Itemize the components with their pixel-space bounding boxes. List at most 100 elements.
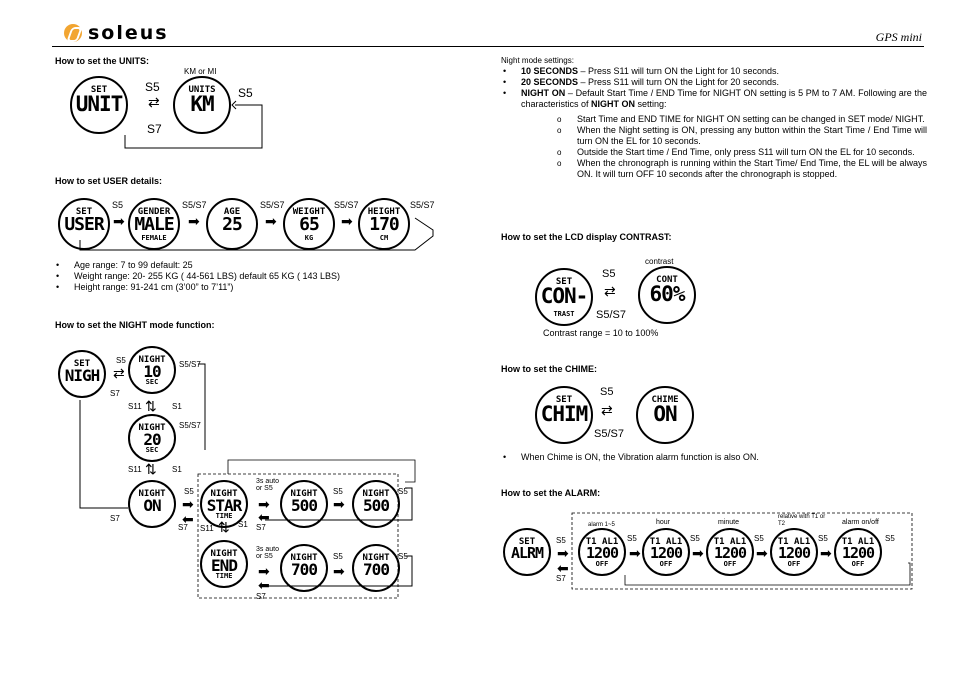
watch-night-20: NIGHT 20 SEC [128, 414, 176, 462]
key-label: S1 [238, 520, 248, 529]
watch-bot: CM [379, 234, 389, 242]
watch-set-alarm: SET ALRM [503, 528, 551, 576]
watch-top: AGE [223, 207, 241, 217]
watch-top: NIGHT [362, 553, 390, 563]
watch-night-700b: NIGHT 700 [352, 544, 400, 592]
watch-set-contrast: SET CON- TRAST [535, 268, 593, 326]
alarm-caption: alarm 1~5 [588, 522, 615, 528]
key-label: S5 [116, 356, 126, 365]
watch-top: NIGHT [362, 489, 390, 499]
key-label: S7 [147, 122, 162, 136]
watch-alarm-4: T1 AL1 1200 OFF [770, 528, 818, 576]
right-arrow-icon: ➡ [258, 496, 270, 512]
bold-term: NIGHT ON [591, 99, 636, 109]
left-arrow-icon: ⬅ [557, 560, 569, 576]
watch-top: GENDER [137, 207, 171, 217]
right-arrow-icon: ➡ [557, 545, 569, 561]
list-item: When the Night setting is ON, pressing a… [557, 125, 927, 147]
swap-arrows-icon: ⇄ [113, 365, 125, 381]
watch-top: CHIME [651, 395, 679, 405]
watch-top: T1 AL1 [585, 537, 619, 547]
watch-mid: UNIT [75, 92, 124, 116]
watch-top: NIGHT [138, 355, 166, 365]
watch-mid: 1200 [777, 544, 811, 562]
watch-set-chime: SET CHIM [535, 386, 593, 444]
key-label: S5/S7 [179, 421, 201, 430]
watch-bot: OFF [851, 560, 865, 568]
left-arrow-icon: ⬅ [258, 577, 270, 593]
watch-top: NIGHT [138, 489, 166, 499]
key-label: S7 [178, 523, 188, 532]
watch-alarm-3: T1 AL1 1200 OFF [706, 528, 754, 576]
header-rule [52, 46, 924, 47]
key-label: S5 [184, 487, 194, 496]
watch-mid: 1200 [841, 544, 875, 562]
watch-bot: TIME [215, 512, 233, 520]
watch-mid: END [211, 556, 238, 575]
alarm-flow-lines [571, 512, 913, 590]
watch-bot: TIME [215, 572, 233, 580]
key-label: S5 [333, 487, 343, 496]
brand-name: soleus [88, 22, 169, 44]
swap-arrows-icon: ⇄ [601, 402, 613, 418]
key-label: S5/S7 [410, 200, 435, 210]
watch-mid: 20 [143, 430, 161, 449]
bold-term: 20 SECONDS [521, 77, 579, 87]
watch-mid: NIGH [64, 366, 101, 385]
watch-contrast-value: CONT 60% [638, 266, 696, 324]
watch-top: NIGHT [290, 489, 318, 499]
watch-mid: 170 [369, 214, 400, 235]
up-down-arrows-icon: ⇅ [145, 398, 157, 414]
right-arrow-icon: ➡ [333, 496, 345, 512]
key-label: S5 [556, 536, 566, 545]
alarm-caption: minute [718, 519, 740, 526]
watch-night-end: NIGHT END TIME [200, 540, 248, 588]
watch-top: UNITS [188, 85, 216, 95]
watch-top: SET [555, 277, 573, 287]
watch-top: SET [518, 537, 536, 547]
bold-term: 10 SECONDS [521, 66, 579, 76]
key-label: S5 [145, 80, 160, 94]
units-heading: How to set the UNITS: [55, 56, 149, 66]
watch-top: NIGHT [210, 549, 238, 559]
up-down-arrows-icon: ⇅ [145, 461, 157, 477]
watch-mid: CHIM [540, 402, 589, 426]
bold-term: NIGHT ON [521, 88, 566, 98]
watch-bot: FEMALE [141, 234, 167, 242]
watch-mid: 1200 [649, 544, 683, 562]
contrast-caption: contrast [645, 257, 674, 266]
watch-mid: ON [653, 402, 677, 426]
watch-height: HEIGHT 170 CM [358, 198, 410, 250]
watch-alarm-2: T1 AL1 1200 OFF [642, 528, 690, 576]
left-arrow-icon: ⬅ [258, 509, 270, 525]
key-label: S5 [818, 534, 828, 543]
swap-arrows-icon: ⇄ [148, 94, 160, 110]
key-label: S5 [754, 534, 764, 543]
watch-set-user: SET USER [58, 198, 110, 250]
units-return-arrow [124, 100, 263, 149]
watch-mid: 65 [299, 214, 320, 235]
right-arrow-icon: ➡ [756, 545, 768, 561]
key-label: 3s auto or S5 [256, 478, 279, 492]
watch-bot: SEC [145, 378, 159, 386]
document-title: GPS mini [875, 30, 922, 44]
watch-mid: USER [64, 214, 104, 235]
key-label: S7 [110, 389, 120, 398]
watch-set-night: SET NIGH [58, 350, 106, 398]
right-arrow-icon: ➡ [188, 213, 200, 229]
watch-top: T1 AL1 [777, 537, 811, 547]
watch-top: NIGHT [138, 423, 166, 433]
up-down-arrows-icon: ⇅ [218, 519, 230, 535]
watch-bot: OFF [787, 560, 801, 568]
user-return-arrow [79, 217, 434, 251]
list-item: Age range: 7 to 99 default: 25 [56, 260, 456, 271]
key-label: S5 [112, 200, 124, 210]
list-item: When Chime is ON, the Vibration alarm fu… [503, 452, 923, 463]
watch-night-on: NIGHT ON [128, 480, 176, 528]
watch-mid: CON- [540, 284, 589, 308]
watch-mid: 700 [363, 560, 390, 579]
night-settings-list: 10 SECONDS – Press S11 will turn ON the … [503, 66, 927, 110]
watch-bot: OFF [595, 560, 609, 568]
item-text: – Press S11 will turn ON the Light for 1… [578, 66, 779, 76]
key-label: S5 [238, 86, 253, 100]
